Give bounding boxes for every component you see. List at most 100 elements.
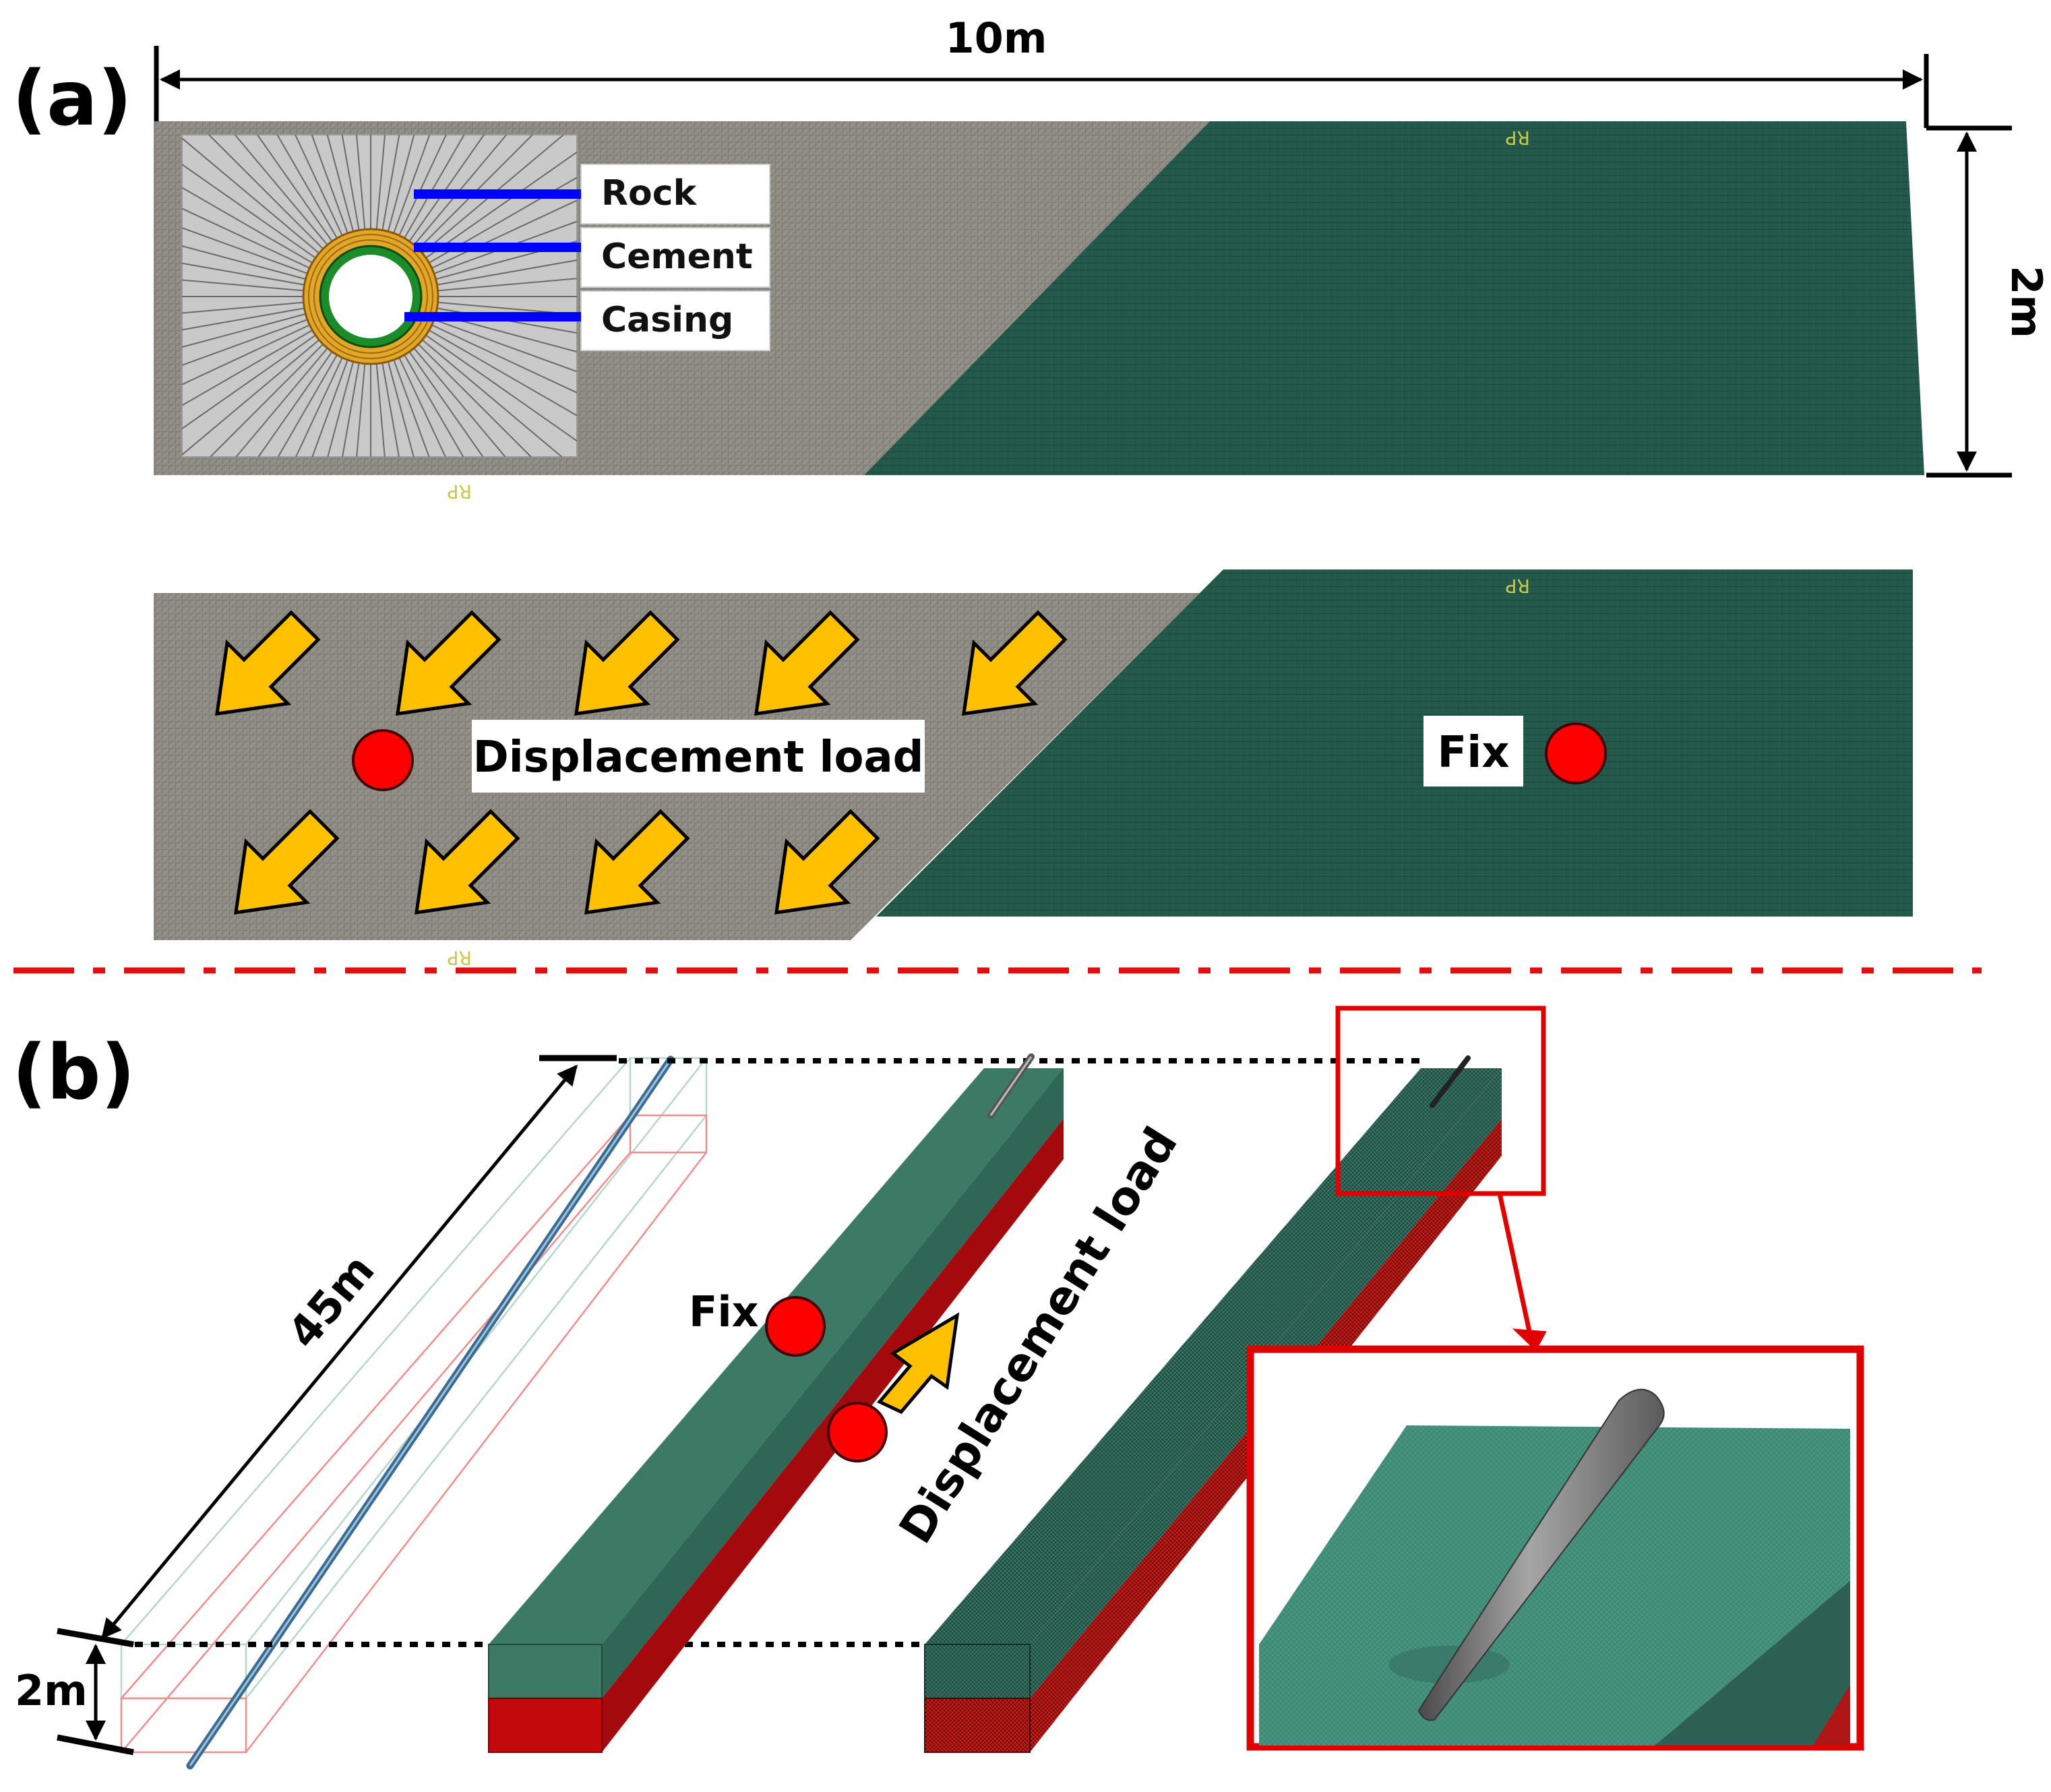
mesh-spoke <box>311 134 348 234</box>
mesh-spoke <box>181 279 304 292</box>
mesh-spoke <box>326 134 355 232</box>
height-dimension-b-label: 2m <box>15 1666 88 1715</box>
mesh-spoke <box>437 259 578 286</box>
mesh-spoke <box>181 164 316 259</box>
panel-a-tag: (a) <box>12 55 132 143</box>
mesh-spoke <box>311 359 348 458</box>
legend-casing: Casing <box>601 300 733 340</box>
fix-point-dot-a <box>1545 722 1607 784</box>
mesh-spoke <box>181 339 320 456</box>
zoom-detail <box>1246 1345 1864 1751</box>
length-dimension: 45m <box>101 1055 617 1640</box>
mesh-spoke <box>433 319 578 373</box>
green-mesh-region-lower <box>876 569 1913 917</box>
green-mesh-region <box>864 121 1924 475</box>
solid-side-green <box>602 1068 1064 1698</box>
mesh-spoke <box>181 334 316 429</box>
mesh-spoke <box>181 319 308 366</box>
width-dimension: 10m <box>154 13 1929 128</box>
mesh-spoke <box>404 354 464 458</box>
rp-marker-lower-top: RP <box>1506 575 1530 597</box>
mesh-spoke <box>431 324 578 394</box>
mesh-spoke <box>181 301 304 314</box>
load-point-dot-b <box>827 1402 888 1462</box>
mesh-spoke <box>295 357 343 458</box>
mesh-spoke <box>181 313 306 348</box>
wellbore-inset <box>181 134 578 458</box>
mesh-spoke <box>398 357 446 458</box>
mesh-spoke <box>418 344 532 458</box>
rp-marker-bottom: RP <box>448 481 472 503</box>
mesh-spoke <box>181 324 310 385</box>
mesh-spoke <box>181 307 305 331</box>
mesh-spoke <box>235 347 328 458</box>
mesh-spoke <box>356 134 366 230</box>
material-legend: Rock Cement Casing <box>404 164 770 351</box>
legend-rock: Rock <box>601 173 698 214</box>
mesh-spoke <box>277 354 338 458</box>
mesh-spoke <box>431 199 578 269</box>
fix-label-a: Fix <box>1438 728 1510 778</box>
mesh-spoke <box>408 134 485 242</box>
mesh-spoke <box>210 344 324 458</box>
mesh-spoke <box>181 208 310 269</box>
mesh-spoke <box>387 361 415 458</box>
zoom-leader-line <box>1497 1193 1533 1335</box>
mesh-spoke <box>208 134 324 249</box>
mesh-spoke <box>429 330 578 416</box>
mesh-spoke <box>257 351 333 458</box>
mesh-spoke <box>381 363 400 458</box>
mesh-spoke <box>276 134 338 239</box>
mesh-spoke <box>387 134 415 232</box>
solid-top-face <box>489 1068 1064 1644</box>
mesh-spoke <box>381 134 400 230</box>
width-dimension-label: 10m <box>946 13 1047 63</box>
mesh-spoke <box>425 151 578 259</box>
mesh-spoke <box>393 359 430 458</box>
legend-cement: Cement <box>601 237 753 277</box>
mesh-spoke <box>393 134 431 234</box>
mesh-front-red <box>924 1698 1031 1753</box>
rp-marker-top: RP <box>1506 127 1530 149</box>
displacement-load-label: Displacement load <box>473 733 924 782</box>
load-point-dot <box>352 729 414 791</box>
borehole <box>329 255 412 338</box>
mesh-spoke <box>375 363 386 458</box>
fix-label-b: Fix <box>689 1287 759 1336</box>
mesh-spoke <box>425 334 578 442</box>
height-dimension-label: 2m <box>2002 266 2051 338</box>
mesh-spoke <box>437 278 578 292</box>
mesh-spoke <box>181 227 308 274</box>
panel-b-tag: (b) <box>12 1029 135 1117</box>
zoom-source-box <box>1335 1006 1546 1196</box>
mesh-spoke <box>413 347 506 458</box>
mesh-spoke <box>408 351 484 458</box>
solid-front-green <box>488 1644 603 1699</box>
mesh-spoke <box>181 245 306 280</box>
fix-box <box>1424 716 1523 786</box>
mesh-spoke <box>404 134 465 239</box>
mesh-spoke <box>398 134 447 236</box>
mesh-top-face <box>925 1068 1502 1644</box>
mesh-spoke <box>327 361 355 458</box>
mesh-spoke <box>234 134 328 246</box>
mesh-spoke <box>341 134 360 230</box>
mesh-spoke <box>356 363 366 458</box>
rp-marker-lower-bottom: RP <box>448 947 472 969</box>
mesh-spoke <box>421 339 563 458</box>
displacement-load-box <box>472 720 925 793</box>
mesh-front-green <box>924 1644 1031 1699</box>
load-arrow-b <box>876 1312 960 1415</box>
zoom-casing-pipe <box>1417 1388 1665 1721</box>
mesh-spoke <box>181 262 305 286</box>
length-dimension-label: 45m <box>279 1245 385 1358</box>
solid-front-red <box>488 1698 603 1753</box>
mesh-spoke <box>295 134 343 236</box>
mesh-spoke <box>257 134 333 242</box>
mesh-spoke <box>181 330 313 406</box>
zoom-side-face <box>1655 1580 1850 1745</box>
mesh-spoke <box>181 137 320 254</box>
mesh-spoke <box>181 187 313 264</box>
height-dimension-b: 2m <box>15 1628 134 1756</box>
